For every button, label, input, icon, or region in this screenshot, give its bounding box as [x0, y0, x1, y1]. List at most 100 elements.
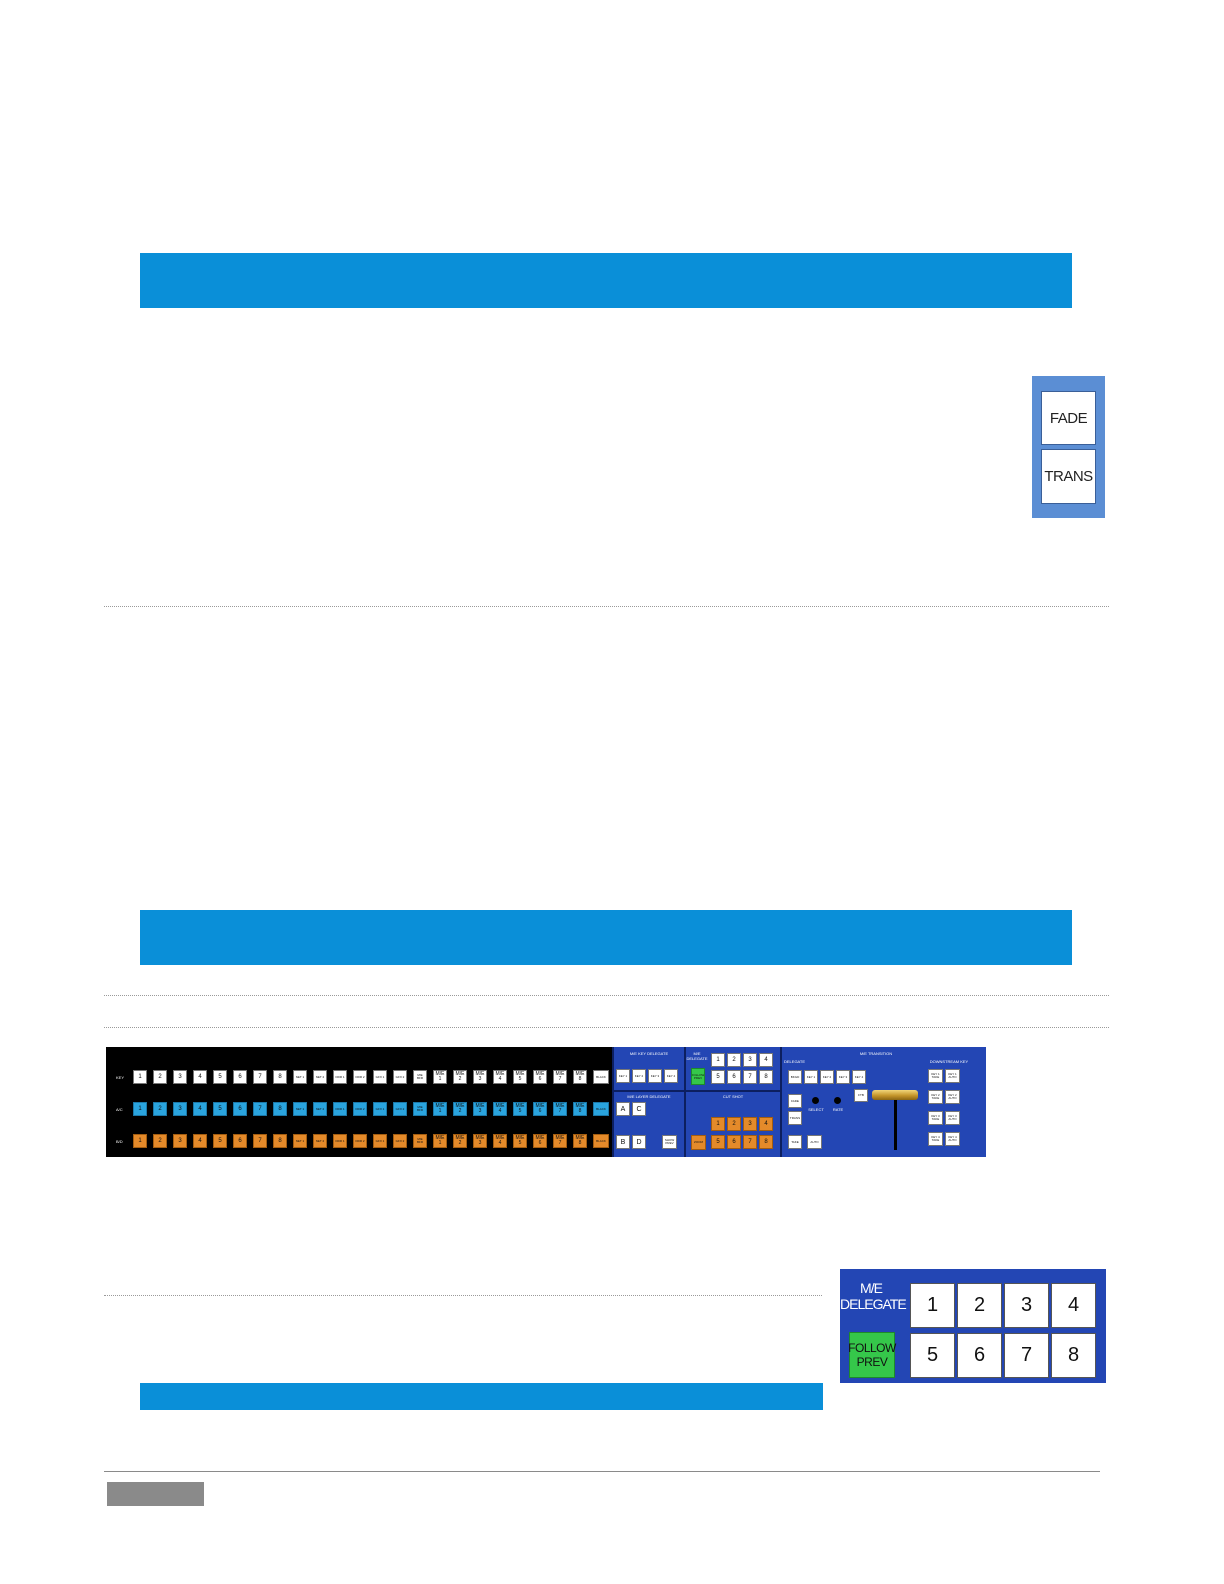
- key-bus-button[interactable]: M/E BFR: [413, 1070, 427, 1084]
- key-bus-button[interactable]: M/E 2: [453, 1070, 467, 1084]
- downstream-key-button[interactable]: KEY 4 TAKE: [928, 1132, 943, 1146]
- key-bus-button[interactable]: 5: [213, 1070, 227, 1084]
- key-delegate-button[interactable]: KEY 4: [664, 1069, 678, 1083]
- downstream-key-button[interactable]: KEY 2 TAKE: [928, 1090, 943, 1104]
- key-bus-button[interactable]: M/E 8: [573, 1070, 587, 1084]
- key-bus-button[interactable]: NET 2: [313, 1070, 327, 1084]
- me-delegate-button[interactable]: 2: [727, 1053, 741, 1067]
- key-bus-button[interactable]: 8: [273, 1070, 287, 1084]
- bd-bus-button[interactable]: 4: [193, 1134, 207, 1148]
- bd-bus-button[interactable]: M/E 4: [493, 1134, 507, 1148]
- downstream-key-button[interactable]: KEY 2 AUTO: [945, 1090, 960, 1104]
- bd-bus-button[interactable]: 3: [173, 1134, 187, 1148]
- bd-bus-button[interactable]: BLACK: [593, 1134, 609, 1148]
- transition-delegate-button[interactable]: KEY 1: [804, 1070, 818, 1084]
- cut-shot-button[interactable]: 4: [759, 1117, 773, 1131]
- key-bus-button[interactable]: GFX 1: [373, 1070, 387, 1084]
- bd-bus-button[interactable]: 8: [273, 1134, 287, 1148]
- take-button[interactable]: TAKE: [788, 1135, 802, 1149]
- cut-shot-button[interactable]: 2: [727, 1117, 741, 1131]
- follow-prev-zoom-button[interactable]: FOLLOW PREV: [848, 1332, 896, 1378]
- bd-bus-button[interactable]: 6: [233, 1134, 247, 1148]
- auto-button[interactable]: AUTO: [807, 1135, 822, 1149]
- ac-bus-button[interactable]: 4: [193, 1102, 207, 1116]
- t-bar-handle[interactable]: [872, 1090, 918, 1100]
- ac-bus-button[interactable]: GFX 1: [373, 1102, 387, 1116]
- bd-bus-button[interactable]: 2: [153, 1134, 167, 1148]
- ftb-button[interactable]: FTB: [854, 1089, 868, 1102]
- cut-shot-button[interactable]: 7: [743, 1135, 757, 1149]
- ac-bus-button[interactable]: 5: [213, 1102, 227, 1116]
- layer-b-button[interactable]: B: [616, 1135, 630, 1149]
- me-delegate-zoom-button[interactable]: 6: [957, 1333, 1002, 1378]
- ac-bus-button[interactable]: DDR 2: [353, 1102, 367, 1116]
- me-delegate-button[interactable]: 6: [727, 1070, 741, 1084]
- ac-bus-button[interactable]: M/E 1: [433, 1102, 447, 1116]
- me-delegate-zoom-button[interactable]: 2: [957, 1283, 1002, 1328]
- key-delegate-button[interactable]: KEY 3: [648, 1069, 662, 1083]
- me-delegate-zoom-button[interactable]: 4: [1051, 1283, 1096, 1328]
- me-delegate-button[interactable]: 3: [743, 1053, 757, 1067]
- ac-bus-button[interactable]: 2: [153, 1102, 167, 1116]
- ac-bus-button[interactable]: M/E 2: [453, 1102, 467, 1116]
- key-bus-button[interactable]: NET 1: [293, 1070, 307, 1084]
- ac-bus-button[interactable]: NET 1: [293, 1102, 307, 1116]
- key-delegate-button[interactable]: KEY 1: [616, 1069, 630, 1083]
- cut-shot-button[interactable]: 8: [759, 1135, 773, 1149]
- bd-bus-button[interactable]: DDR 1: [333, 1134, 347, 1148]
- ac-bus-button[interactable]: DDR 1: [333, 1102, 347, 1116]
- downstream-key-button[interactable]: KEY 3 TAKE: [928, 1111, 943, 1125]
- fade-button[interactable]: FADE: [788, 1094, 802, 1108]
- bd-bus-button[interactable]: 1: [133, 1134, 147, 1148]
- key-bus-button[interactable]: M/E 5: [513, 1070, 527, 1084]
- bd-bus-button[interactable]: NET 2: [313, 1134, 327, 1148]
- transition-delegate-button[interactable]: BKGD: [788, 1070, 802, 1084]
- bd-bus-button[interactable]: M/E 2: [453, 1134, 467, 1148]
- ac-bus-button[interactable]: BLACK: [593, 1102, 609, 1116]
- downstream-key-button[interactable]: KEY 1 AUTO: [945, 1069, 960, 1083]
- me-delegate-zoom-button[interactable]: 5: [910, 1333, 955, 1378]
- layer-a-button[interactable]: A: [616, 1102, 630, 1116]
- key-bus-button[interactable]: 7: [253, 1070, 267, 1084]
- key-bus-button[interactable]: M/E 1: [433, 1070, 447, 1084]
- key-bus-button[interactable]: 2: [153, 1070, 167, 1084]
- fade-button[interactable]: FADE: [1041, 391, 1096, 445]
- layer-d-button[interactable]: D: [632, 1135, 646, 1149]
- me-delegate-button[interactable]: 7: [743, 1070, 757, 1084]
- key-bus-button[interactable]: 3: [173, 1070, 187, 1084]
- bd-bus-button[interactable]: M/E 8: [573, 1134, 587, 1148]
- me-delegate-button[interactable]: 4: [759, 1053, 773, 1067]
- show-prev-button[interactable]: SHOW PREV: [662, 1135, 677, 1149]
- bd-bus-button[interactable]: M/E 3: [473, 1134, 487, 1148]
- me-delegate-zoom-button[interactable]: 8: [1051, 1333, 1096, 1378]
- me-delegate-zoom-button[interactable]: 1: [910, 1283, 955, 1328]
- downstream-key-button[interactable]: KEY 4 AUTO: [945, 1132, 960, 1146]
- me-delegate-zoom-button[interactable]: 3: [1004, 1283, 1049, 1328]
- me-delegate-button[interactable]: 1: [711, 1053, 725, 1067]
- key-bus-button[interactable]: M/E 3: [473, 1070, 487, 1084]
- cut-shot-button[interactable]: 1: [711, 1117, 725, 1131]
- ac-bus-button[interactable]: M/E 3: [473, 1102, 487, 1116]
- ac-bus-button[interactable]: 3: [173, 1102, 187, 1116]
- ac-bus-button[interactable]: GFX 2: [393, 1102, 407, 1116]
- key-bus-button[interactable]: M/E 6: [533, 1070, 547, 1084]
- trans-button[interactable]: TRANS: [788, 1111, 802, 1125]
- ac-bus-button[interactable]: 7: [253, 1102, 267, 1116]
- ac-bus-button[interactable]: M/E BFR: [413, 1102, 427, 1116]
- trans-button[interactable]: TRANS: [1041, 449, 1096, 504]
- select-knob[interactable]: [812, 1097, 819, 1104]
- ac-bus-button[interactable]: M/E 6: [533, 1102, 547, 1116]
- key-bus-button[interactable]: 1: [133, 1070, 147, 1084]
- downstream-key-button[interactable]: KEY 1 TAKE: [928, 1069, 943, 1083]
- transition-delegate-button[interactable]: KEY 3: [836, 1070, 850, 1084]
- zoom-button[interactable]: ZOOM: [691, 1135, 706, 1150]
- ac-bus-button[interactable]: M/E 5: [513, 1102, 527, 1116]
- bd-bus-button[interactable]: 7: [253, 1134, 267, 1148]
- key-bus-button[interactable]: 4: [193, 1070, 207, 1084]
- cut-shot-button[interactable]: 6: [727, 1135, 741, 1149]
- bd-bus-button[interactable]: M/E 1: [433, 1134, 447, 1148]
- key-bus-button[interactable]: M/E 7: [553, 1070, 567, 1084]
- ac-bus-button[interactable]: 6: [233, 1102, 247, 1116]
- ac-bus-button[interactable]: NET 2: [313, 1102, 327, 1116]
- key-bus-button[interactable]: BLACK: [593, 1070, 609, 1084]
